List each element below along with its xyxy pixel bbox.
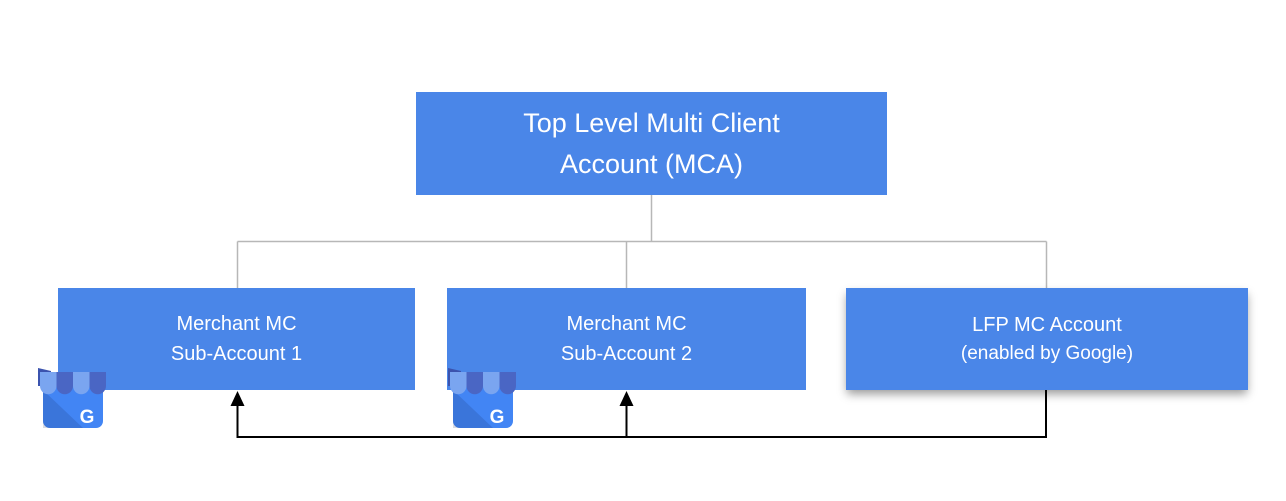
- node-merchant-sub-account-1: Merchant MC Sub-Account 1: [58, 288, 415, 390]
- node-top-level-mca: Top Level Multi Client Account (MCA): [416, 92, 887, 195]
- node-label-line: (enabled by Google): [960, 342, 1134, 364]
- google-my-business-icon: G: [448, 368, 516, 428]
- arrowhead-to-sub-account-1: [230, 391, 245, 406]
- node-label-line: Sub-Account 2: [560, 343, 693, 365]
- tree-connector-lines: [236, 195, 1048, 288]
- node-label-line: Account (MCA): [559, 148, 744, 179]
- node-lfp-mc-account: LFP MC Account (enabled by Google): [846, 288, 1248, 390]
- node-label-line: Merchant MC: [176, 313, 297, 335]
- google-my-business-icon: G: [38, 368, 106, 428]
- node-label-line: Sub-Account 1: [170, 343, 303, 365]
- arrowhead-to-sub-account-2: [619, 391, 634, 406]
- node-label-line: Top Level Multi Client: [523, 108, 780, 138]
- g-letter: G: [490, 407, 505, 428]
- g-letter: G: [80, 407, 95, 428]
- node-label-line: Merchant MC: [566, 313, 687, 335]
- flow-line-lfp-to-subaccounts: [236, 390, 1047, 438]
- node-label-line: LFP MC Account: [972, 313, 1122, 336]
